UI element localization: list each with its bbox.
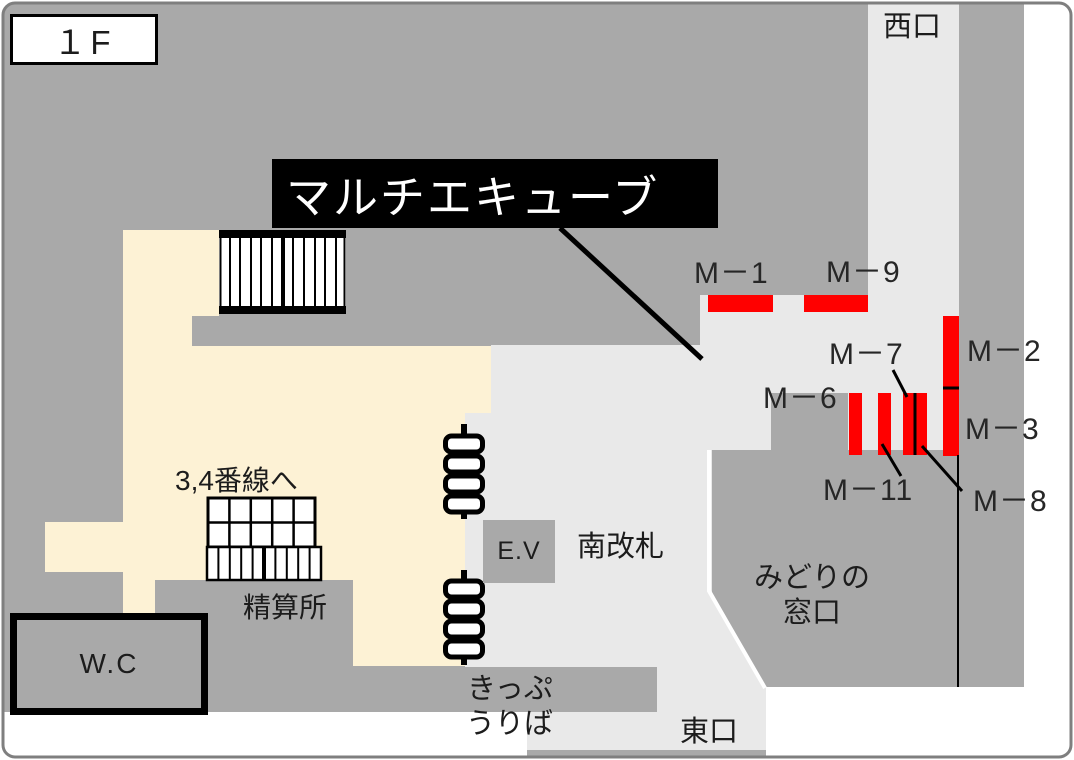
marker-m2-m3 (943, 316, 959, 456)
m11-leader-line (880, 443, 903, 477)
floor-label-text: １F (53, 23, 115, 61)
midori-window-gap (707, 450, 767, 689)
west-exit-label: 西口 (883, 11, 942, 43)
leader-lines (558, 226, 964, 687)
marker-m1 (708, 295, 773, 312)
east-exit-label: 東口 (680, 716, 739, 748)
m8-label: M－8 (973, 485, 1048, 518)
toilet-label: W.C (79, 648, 139, 679)
m7-leader-line (891, 369, 909, 398)
ticket-office-block (210, 667, 657, 712)
ticket-office-line2: うりば (466, 708, 554, 740)
marker-m11 (878, 393, 891, 455)
m7-label: M－7 (829, 338, 904, 371)
floor-label: １F (10, 14, 158, 65)
m11-label: M－11 (823, 474, 914, 507)
map-title: マルチエキューブ (272, 159, 718, 228)
platform-staircase (205, 496, 323, 582)
midori-window-block (707, 393, 1023, 689)
marker-m9 (804, 295, 868, 312)
to-platforms-label: 3,4番線へ (175, 465, 298, 496)
title-leader-line (558, 226, 704, 361)
midori-window-line2: 窓口 (782, 597, 841, 629)
elevator-box: E.V (483, 520, 555, 583)
m1-label: M－1 (694, 257, 769, 290)
ticket-gates-lower (443, 570, 485, 665)
midori-window-line1: みどりの (753, 562, 870, 594)
m6-label: M－6 (763, 382, 838, 415)
m9-label: M－9 (826, 256, 901, 289)
fare-adjustment-label: 精算所 (243, 592, 328, 623)
elevator-label: E.V (497, 537, 541, 565)
m2-label: M－2 (967, 335, 1042, 368)
marker-m6 (849, 393, 862, 455)
ticket-office-line1: きっぷ (467, 673, 553, 705)
toilet-box: W.C (10, 613, 208, 715)
outside-area (4, 4, 1070, 756)
main-staircase (219, 230, 346, 314)
ticket-gates-upper (443, 424, 485, 519)
map-title-text: マルチエキューブ (286, 172, 660, 223)
ad-location-markers (708, 295, 959, 456)
south-gate-label: 南改札 (577, 531, 665, 563)
midori-window-label: みどりの 窓口 (742, 561, 882, 631)
m8-leader-line (920, 445, 964, 492)
m3-label: M－3 (965, 413, 1040, 446)
